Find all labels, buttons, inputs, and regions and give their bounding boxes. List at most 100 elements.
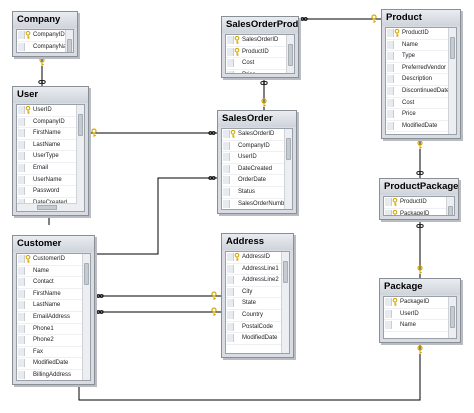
- column-row[interactable]: Contact: [17, 277, 90, 289]
- vertical-scrollbar[interactable]: [82, 254, 90, 380]
- column-row[interactable]: Email: [17, 163, 84, 175]
- column-row[interactable]: AddressID: [226, 252, 289, 264]
- scrollbar-thumb[interactable]: [37, 205, 57, 210]
- column-row[interactable]: SalesOrderNumber: [222, 199, 292, 209]
- row-selector[interactable]: [385, 198, 392, 206]
- scrollbar-thumb[interactable]: [448, 206, 453, 215]
- row-selector[interactable]: [227, 47, 234, 56]
- scrollbar-thumb[interactable]: [67, 39, 72, 52]
- row-selector[interactable]: [387, 98, 394, 107]
- row-selector[interactable]: [18, 255, 25, 263]
- row-selector[interactable]: [227, 322, 234, 331]
- column-row[interactable]: Country: [226, 310, 289, 322]
- column-row[interactable]: CustomerID: [17, 254, 90, 266]
- row-selector[interactable]: [18, 152, 25, 161]
- vertical-scrollbar[interactable]: [65, 30, 73, 52]
- column-row[interactable]: FirstName: [17, 128, 84, 140]
- column-row[interactable]: Name: [386, 40, 456, 52]
- row-selector[interactable]: [223, 199, 230, 208]
- column-row[interactable]: UserID: [384, 309, 456, 321]
- vertical-scrollbar[interactable]: [284, 129, 292, 209]
- column-row[interactable]: PostalCode: [226, 322, 289, 334]
- row-selector[interactable]: [223, 176, 230, 185]
- column-row[interactable]: Status: [222, 187, 292, 199]
- vertical-scrollbar[interactable]: [448, 297, 456, 338]
- row-selector[interactable]: [387, 86, 394, 95]
- row-selector[interactable]: [18, 289, 25, 298]
- row-selector[interactable]: [18, 106, 25, 114]
- row-selector[interactable]: [387, 110, 394, 119]
- column-row[interactable]: Fax: [17, 347, 90, 359]
- row-selector[interactable]: [18, 31, 25, 39]
- column-row[interactable]: Cost: [226, 58, 294, 70]
- row-selector[interactable]: [18, 129, 25, 138]
- column-row[interactable]: City: [226, 287, 289, 299]
- row-selector[interactable]: [223, 164, 230, 173]
- table-salesorderproduct[interactable]: SalesOrderProduct SalesOrderIDProductIDC…: [221, 16, 299, 78]
- row-selector[interactable]: [18, 42, 25, 51]
- row-selector[interactable]: [385, 209, 392, 215]
- row-selector[interactable]: [227, 299, 234, 308]
- row-selector[interactable]: [387, 75, 394, 84]
- row-selector[interactable]: [18, 301, 25, 310]
- column-row[interactable]: EmailAddress: [17, 312, 90, 324]
- scrollbar-thumb[interactable]: [286, 138, 291, 160]
- scrollbar-thumb[interactable]: [78, 114, 83, 136]
- row-selector[interactable]: [18, 336, 25, 345]
- column-row[interactable]: LastName: [17, 140, 84, 152]
- column-row[interactable]: CompanyName: [17, 42, 73, 52]
- row-selector[interactable]: [387, 63, 394, 72]
- column-row[interactable]: ModifiedDate: [17, 358, 90, 370]
- column-row[interactable]: FirstName: [17, 289, 90, 301]
- column-row[interactable]: PreferredVendor: [386, 63, 456, 75]
- row-selector[interactable]: [227, 264, 234, 273]
- row-selector[interactable]: [387, 121, 394, 130]
- row-selector[interactable]: [18, 198, 25, 207]
- scrollbar-thumb[interactable]: [283, 261, 288, 283]
- column-row[interactable]: Price: [226, 70, 294, 73]
- vertical-scrollbar[interactable]: [448, 28, 456, 134]
- row-selector[interactable]: [18, 117, 25, 126]
- row-selector[interactable]: [387, 52, 394, 61]
- scrollbar-thumb[interactable]: [84, 263, 89, 285]
- column-row[interactable]: Name: [384, 320, 456, 332]
- column-row[interactable]: AddressLine1: [226, 264, 289, 276]
- column-row[interactable]: ModifiedDate: [386, 121, 456, 133]
- row-selector[interactable]: [18, 347, 25, 356]
- row-selector[interactable]: [18, 370, 25, 379]
- column-row[interactable]: UserType: [17, 151, 84, 163]
- row-selector[interactable]: [227, 310, 234, 319]
- row-selector[interactable]: [227, 253, 234, 261]
- row-selector[interactable]: [227, 276, 234, 285]
- column-row[interactable]: Price: [386, 109, 456, 121]
- scrollbar-thumb[interactable]: [450, 37, 455, 59]
- column-row[interactable]: PackageID: [384, 297, 456, 309]
- column-row[interactable]: LastName: [17, 300, 90, 312]
- row-selector[interactable]: [18, 175, 25, 184]
- column-row[interactable]: DateCreated: [222, 164, 292, 176]
- row-selector[interactable]: [227, 70, 234, 73]
- column-row[interactable]: AddressLine2: [226, 275, 289, 287]
- column-row[interactable]: CompanyID: [222, 141, 292, 153]
- column-row[interactable]: ModifiedDate: [226, 333, 289, 345]
- column-row[interactable]: ProductID: [386, 28, 456, 40]
- vertical-scrollbar[interactable]: [76, 105, 84, 211]
- column-row[interactable]: OrderDate: [222, 175, 292, 187]
- horizontal-scrollbar[interactable]: [17, 203, 77, 211]
- row-selector[interactable]: [385, 321, 392, 330]
- row-selector[interactable]: [223, 187, 230, 196]
- column-row[interactable]: State: [226, 298, 289, 310]
- row-selector[interactable]: [223, 153, 230, 162]
- column-row[interactable]: PackageID: [384, 209, 454, 215]
- vertical-scrollbar[interactable]: [281, 252, 289, 353]
- row-selector[interactable]: [223, 130, 230, 138]
- column-row[interactable]: UserName: [17, 175, 84, 187]
- row-selector[interactable]: [18, 163, 25, 172]
